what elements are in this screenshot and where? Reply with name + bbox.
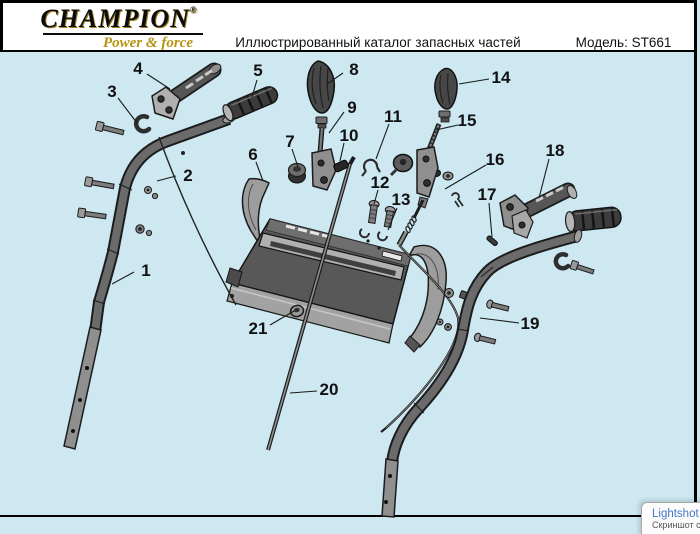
left-fastener-set <box>77 120 234 298</box>
leader-lines <box>111 72 550 394</box>
part-label-12: 12 <box>371 173 390 192</box>
part-labels: 1 2 3 4 5 6 7 8 9 10 11 12 13 14 15 16 1… <box>107 59 564 399</box>
part-11-clip <box>361 158 381 177</box>
part-label-4: 4 <box>133 59 143 78</box>
part-label-13: 13 <box>392 190 411 209</box>
part-label-7: 7 <box>285 132 294 151</box>
part-label-17: 17 <box>478 185 497 204</box>
part-15-selector-rod <box>416 123 442 209</box>
part-12-bolt <box>367 200 380 224</box>
brand-tagline: Power & force <box>103 35 193 51</box>
part-3-cable-clamp <box>133 114 152 134</box>
part-4-upper-handle-left <box>151 62 222 120</box>
brand-name: CHAMPION® <box>40 4 198 33</box>
lightshot-notification[interactable]: Lightshot Скриншот сохра <box>641 502 700 534</box>
part-10-bushing <box>333 159 349 173</box>
part-9-shift-lever <box>311 127 337 191</box>
model-label: Модель: ST661 <box>575 35 672 50</box>
part-label-8: 8 <box>349 60 358 79</box>
r-pin <box>451 192 464 208</box>
part-2-control-cable <box>158 136 237 306</box>
part-16-cable-adjuster <box>380 199 460 433</box>
control-panel <box>225 177 447 353</box>
part-7-knob <box>287 162 307 184</box>
page-bottom-border <box>0 515 697 517</box>
clamp-right <box>553 252 571 271</box>
part-1-lower-handle-left <box>63 113 236 450</box>
right-small-fasteners <box>436 288 475 331</box>
part-18-grip-right <box>564 206 622 233</box>
lightshot-app-name: Lightshot <box>652 508 699 520</box>
part-label-1: 1 <box>141 261 150 280</box>
part-18-upper-handle-right <box>499 182 622 239</box>
lightshot-message: Скриншот сохра <box>652 520 700 530</box>
header: CHAMPION® Power & force Иллюстрированный… <box>0 0 695 52</box>
part-label-14: 14 <box>492 68 511 87</box>
logo-underline <box>43 33 203 35</box>
part-label-20: 20 <box>320 380 339 399</box>
champion-logo: CHAMPION® Power & force <box>29 6 209 51</box>
part-label-21: 21 <box>249 319 268 338</box>
part-label-3: 3 <box>107 82 116 101</box>
part-17-pin <box>486 235 498 247</box>
part-label-18: 18 <box>546 141 565 160</box>
part-20-shift-rod <box>266 156 356 451</box>
part-5-grip-left <box>222 86 279 122</box>
part-label-11: 11 <box>384 107 402 126</box>
part-14-knob <box>434 67 458 123</box>
part-label-2: 2 <box>183 166 192 185</box>
wing-knob <box>389 153 414 177</box>
part-label-19: 19 <box>521 314 540 333</box>
part-label-9: 9 <box>347 98 356 117</box>
part-19-lower-handle-right <box>381 229 595 518</box>
part-label-16: 16 <box>486 150 505 169</box>
part-label-5: 5 <box>253 61 262 80</box>
retainer-clips <box>359 228 388 242</box>
page-right-border <box>694 0 697 517</box>
page-title: Иллюстрированный каталог запасных частей <box>235 35 521 50</box>
registered-mark-icon: ® <box>189 5 198 15</box>
part-label-10: 10 <box>340 126 359 145</box>
part-label-15: 15 <box>458 111 477 130</box>
part-label-6: 6 <box>248 145 257 164</box>
part-8-shift-knob <box>306 60 336 129</box>
